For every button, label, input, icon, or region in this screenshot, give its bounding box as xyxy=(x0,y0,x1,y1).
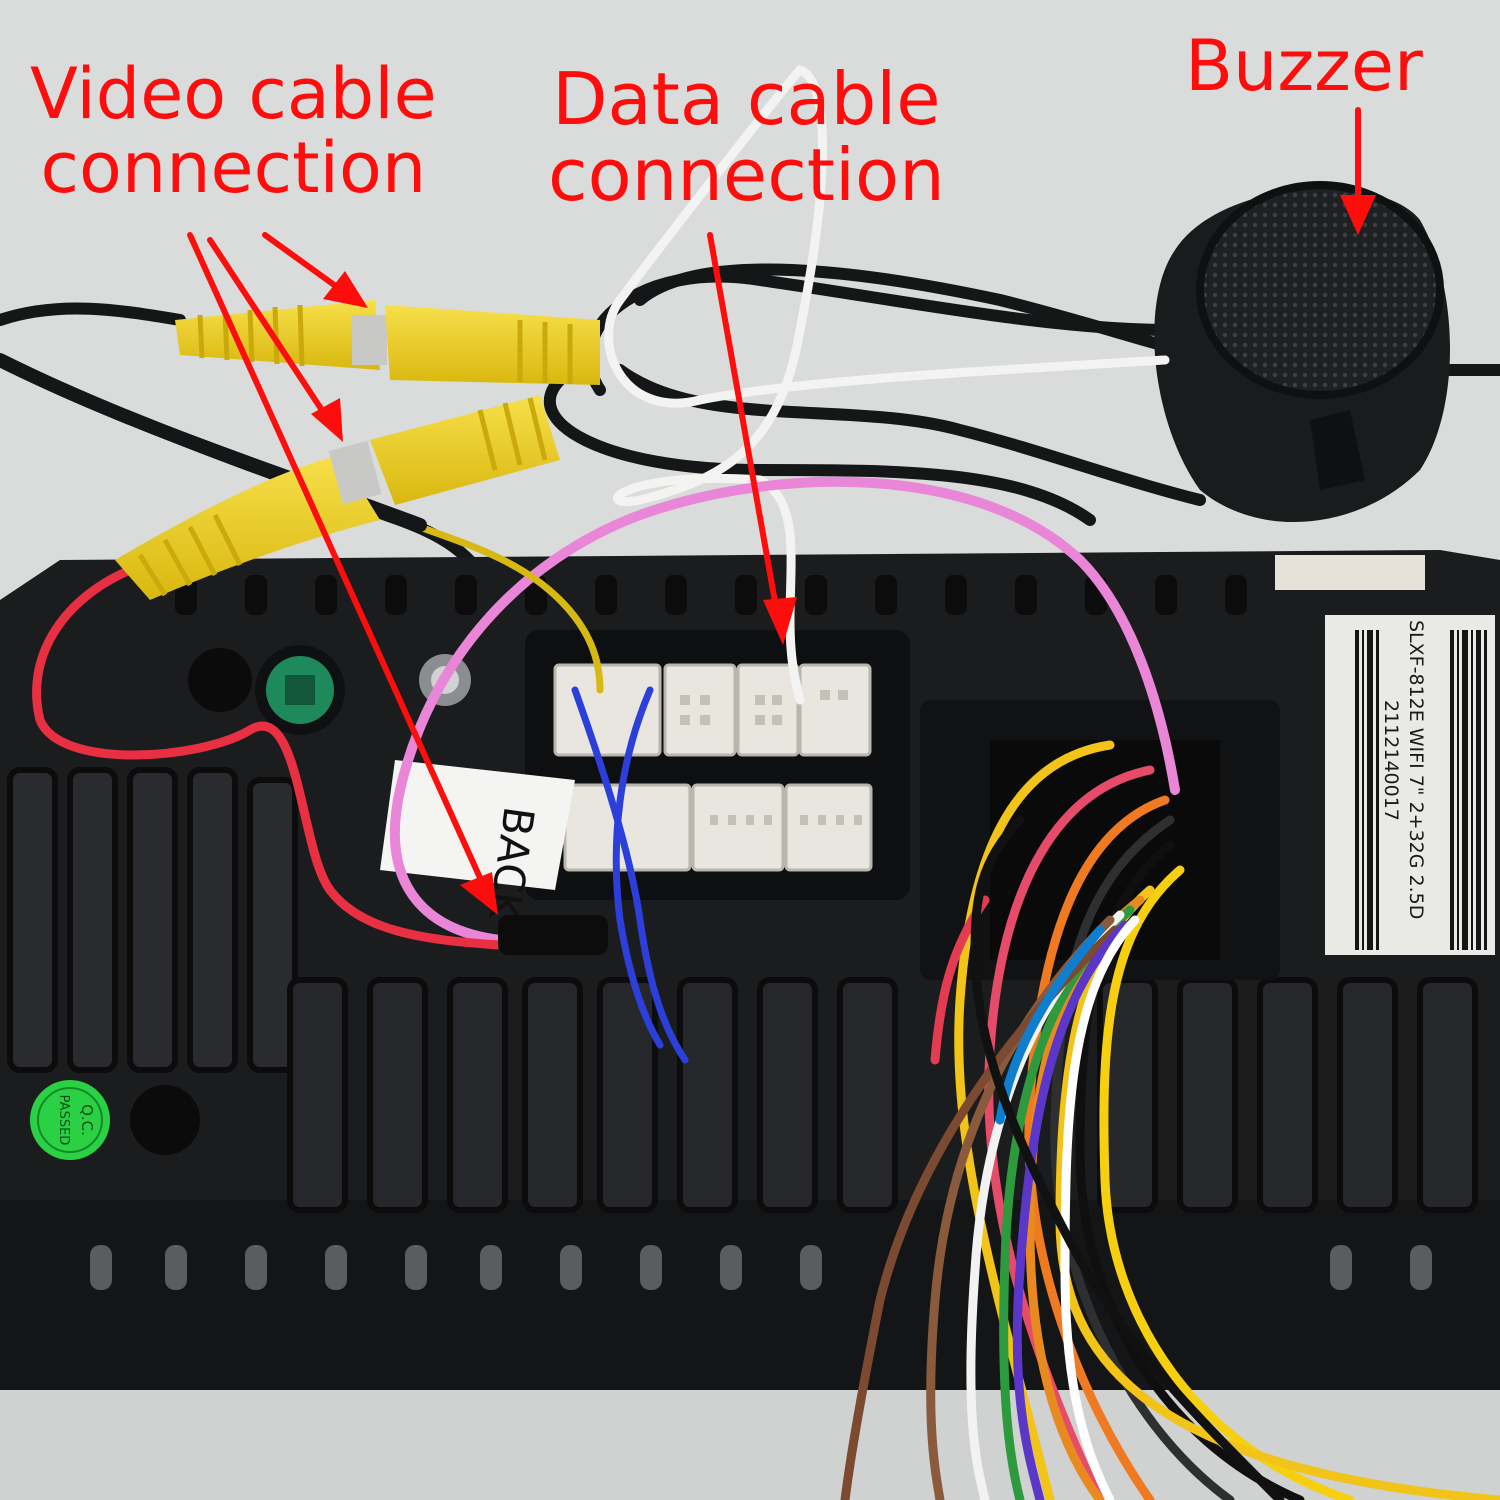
red-wire xyxy=(32,565,505,950)
qc-sticker-line1: Q.C. xyxy=(78,1104,96,1136)
white-data-cable xyxy=(604,64,1170,705)
video-label-line2: connection xyxy=(40,126,427,209)
head-unit-chassis xyxy=(0,550,1500,1500)
qc-sticker-line2: PASSED xyxy=(56,1095,71,1146)
video-label-line1: Video cable xyxy=(30,53,437,135)
buzzer-label: Buzzer xyxy=(1185,25,1423,107)
blue-wires xyxy=(571,686,689,1064)
data-label-line1: Data cable xyxy=(552,57,941,141)
data-label-line2: connection xyxy=(548,132,945,217)
barcode-label-model: SLXF-812E WIFI 7" 2+32G 2.5D xyxy=(1405,620,1427,919)
annotation-arrowheads xyxy=(311,195,1376,915)
data-cable-connection-label: Data cable connection xyxy=(548,57,945,217)
rca-video-plugs xyxy=(115,300,600,600)
black-tape xyxy=(498,915,608,955)
wiring-harness xyxy=(840,740,1500,1500)
qc-passed-sticker: Q.C. PASSED xyxy=(30,1080,110,1160)
barcode-label-serial: 2112140017 xyxy=(1380,700,1402,821)
small-sticker xyxy=(1275,555,1425,590)
buzzer xyxy=(1154,181,1450,523)
yellow-black-signal-wire xyxy=(396,516,604,694)
pink-wire xyxy=(389,476,1180,945)
connector-pins xyxy=(680,690,862,825)
video-cable-connection-label: Video cable connection xyxy=(30,53,437,209)
barcode-label: SLXF-812E WIFI 7" 2+32G 2.5D 2112140017 xyxy=(1325,615,1495,955)
